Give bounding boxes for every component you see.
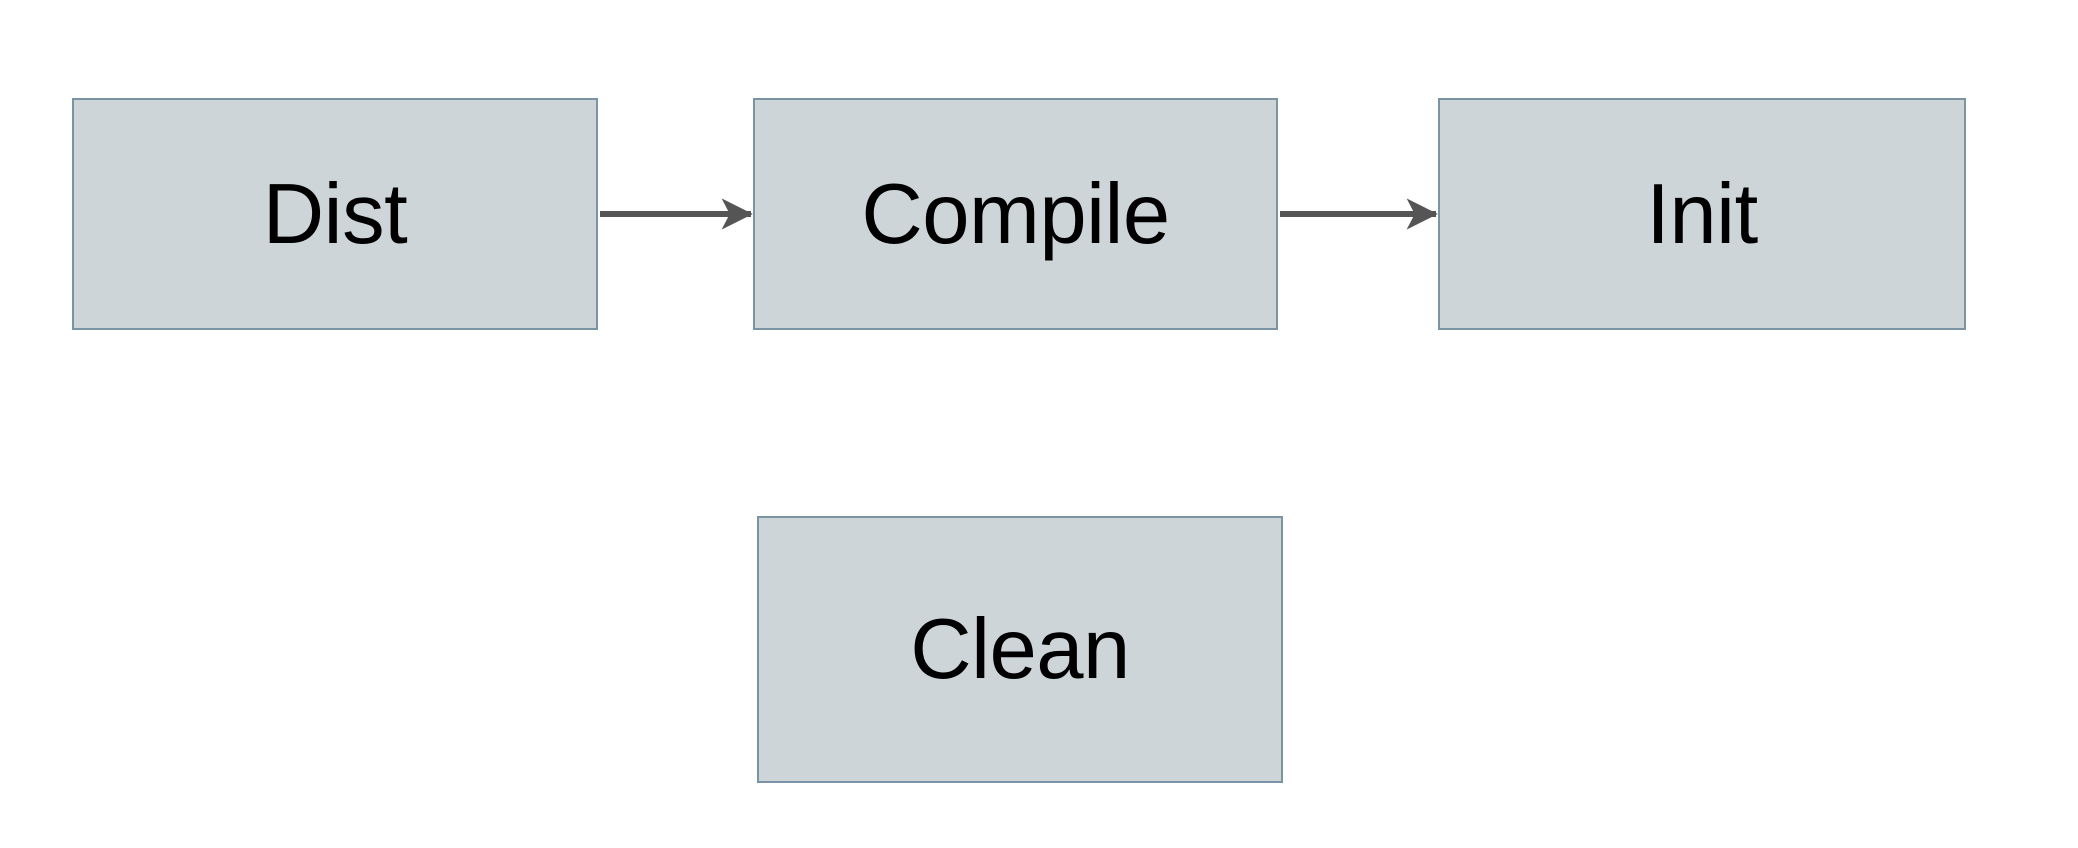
node-init[interactable]: Init: [1438, 98, 1966, 330]
node-label-clean: Clean: [910, 602, 1130, 697]
node-label-compile: Compile: [861, 166, 1170, 262]
node-compile[interactable]: Compile: [753, 98, 1278, 330]
node-dist[interactable]: Dist: [72, 98, 598, 330]
node-label-init: Init: [1646, 166, 1758, 262]
node-label-dist: Dist: [262, 166, 408, 262]
node-clean[interactable]: Clean: [757, 516, 1283, 783]
